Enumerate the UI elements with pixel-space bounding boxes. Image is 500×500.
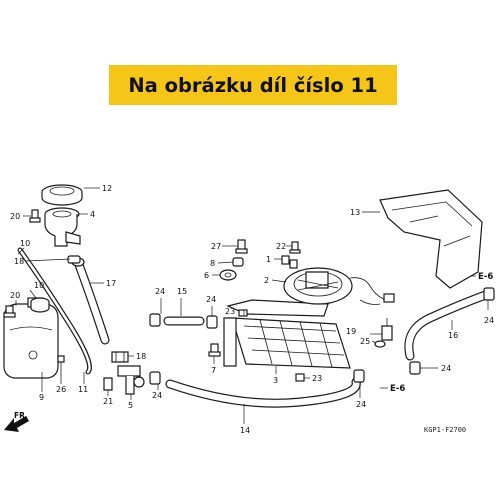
clip-18-lower	[111, 351, 129, 363]
leader-lines	[15, 187, 489, 424]
callout-10: 10	[20, 239, 30, 248]
callout-10b: 10	[34, 281, 44, 290]
callout-19: 19	[346, 327, 356, 336]
callout-6: 6	[204, 271, 209, 280]
bolt-7	[208, 343, 221, 357]
callout-1: 1	[266, 255, 271, 264]
callout-3: 3	[273, 376, 278, 385]
callout-24-left: 24	[155, 287, 165, 296]
callout-16: 16	[448, 331, 458, 340]
siphon-tube-11	[17, 247, 92, 375]
callout-11: 11	[78, 385, 88, 394]
e6-label-lower: E-6	[390, 384, 405, 394]
part-number-banner: Na obrázku díl číslo 11	[109, 65, 397, 105]
callout-13: 13	[350, 208, 360, 217]
callout-21: 21	[103, 397, 113, 406]
front-arrow: FR.	[4, 411, 29, 432]
cooling-fan	[283, 267, 395, 305]
clip-23-top	[238, 309, 248, 317]
callout-25: 25	[360, 337, 370, 346]
callout-20-top: 20	[10, 212, 20, 221]
callout-14: 14	[240, 426, 250, 435]
o-ring-25	[374, 340, 386, 348]
thermo-switch-19	[381, 318, 393, 341]
grommet-6	[219, 269, 237, 281]
bolt-20-tank	[3, 305, 16, 318]
callout-7: 7	[211, 366, 216, 375]
reserve-tank-cap	[30, 297, 50, 313]
clamp-24-mid	[206, 315, 218, 329]
callout-23-lower: 23	[312, 374, 322, 383]
clamp-24-right-low	[409, 361, 421, 375]
hose-16	[404, 289, 493, 361]
banner-text: Na obrázku díl číslo 11	[128, 73, 378, 97]
bolt-27	[235, 239, 248, 254]
callout-4: 4	[90, 210, 95, 219]
callout-18-top: 18	[14, 257, 24, 266]
callout-8: 8	[210, 259, 215, 268]
e6-label-right: E-6	[478, 272, 493, 282]
filler-neck	[44, 207, 81, 247]
callout-24-lowerleft: 24	[152, 391, 162, 400]
callout-2: 2	[264, 276, 269, 285]
hose-17	[71, 257, 110, 345]
callout-24-lowerright: 24	[356, 400, 366, 409]
clip-21	[103, 377, 113, 391]
callout-24-right-low: 24	[441, 364, 451, 373]
clip-23-lower	[295, 373, 305, 382]
clip-18-top	[67, 255, 81, 264]
clamp-24-lowerright	[353, 369, 365, 383]
callout-9: 9	[39, 393, 44, 402]
fan-bolts-1	[281, 255, 298, 269]
bolt-20-top	[29, 209, 41, 223]
e6-marker-right: E-6	[470, 272, 493, 282]
clamp-24-left	[149, 313, 161, 327]
diagram-code: KGP1-F2700	[424, 426, 466, 434]
callout-24-mid: 24	[206, 295, 216, 304]
hose-14	[165, 377, 361, 408]
radiator	[223, 299, 351, 369]
bolt-22	[289, 241, 301, 254]
front-arrow-label: FR.	[14, 411, 28, 420]
callout-23-top: 23	[225, 307, 235, 316]
callout-24-right-top: 24	[484, 316, 494, 325]
clamp-24-right-top	[483, 287, 495, 301]
callout-26: 26	[56, 385, 66, 394]
clamp-24-lowerleft	[149, 371, 161, 385]
tube-26	[57, 355, 65, 378]
e6-marker-lower: E-6	[380, 384, 405, 394]
collar-8	[232, 257, 244, 267]
callout-15: 15	[177, 287, 187, 296]
callout-labels: 12 4 20 10 18 17 20 10 9 26 11 18 21 5 2…	[10, 184, 494, 435]
radiator-shroud	[379, 189, 483, 289]
joint-5	[117, 365, 145, 395]
callout-12: 12	[102, 184, 112, 193]
callout-20-tank: 20	[10, 291, 20, 300]
radiator-cap	[41, 184, 83, 206]
callout-27: 27	[211, 242, 221, 251]
callout-17: 17	[106, 279, 116, 288]
callout-22: 22	[276, 242, 286, 251]
callout-5: 5	[128, 401, 133, 410]
callout-18-lower: 18	[136, 352, 146, 361]
